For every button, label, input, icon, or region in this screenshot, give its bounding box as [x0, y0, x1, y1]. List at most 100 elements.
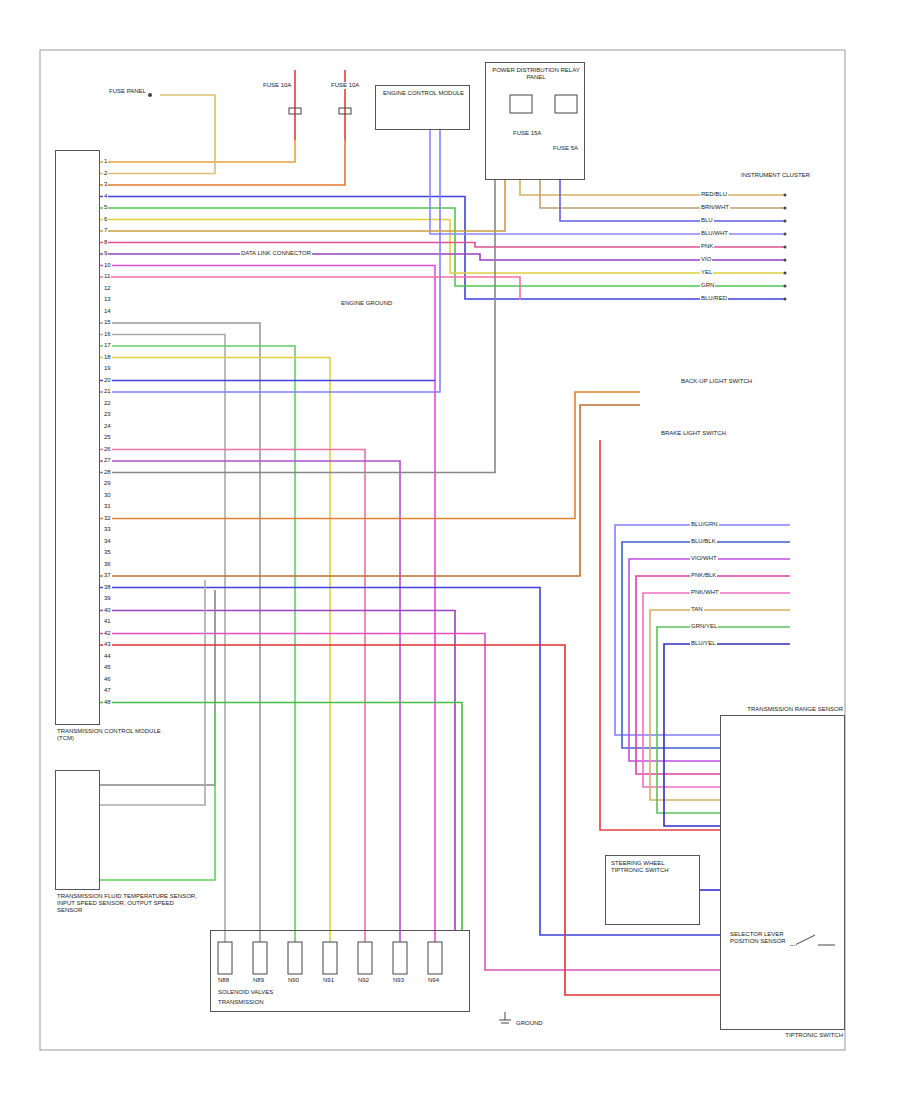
pin-number: 35 [103, 549, 112, 556]
switch-box: STEERING WHEEL TIPTRONIC SWITCH [605, 855, 700, 925]
wire [430, 130, 785, 234]
pin-number: 37 [103, 572, 112, 579]
solenoid-symbols [218, 942, 442, 974]
connector-dots [784, 194, 787, 301]
pin-number: 19 [103, 365, 112, 372]
pin-number: 30 [103, 492, 112, 499]
wire [636, 576, 790, 774]
solenoid-block: SOLENOID VALVESTRANSMISSION [210, 930, 470, 1012]
pin-number: 12 [103, 285, 112, 292]
pin-number: 31 [103, 503, 112, 510]
wire [100, 208, 785, 286]
wire [657, 627, 790, 813]
pin-number: 28 [103, 469, 112, 476]
fuse-symbol [289, 108, 301, 114]
wire [540, 180, 785, 208]
node-text: TRANSMISSION RANGE SENSOR [746, 706, 844, 713]
pin-number: 17 [103, 342, 112, 349]
wire-connector [100, 180, 505, 231]
pin-number: 33 [103, 526, 112, 533]
component-label: GROUND [515, 1020, 544, 1027]
component-label: DATA LINK CONNECTOR [240, 250, 312, 257]
node-text: ENGINE CONTROL MODULE [380, 90, 467, 97]
ground-symbol [499, 1012, 511, 1023]
relay-panel-box: POWER DISTRIBUTION RELAY PANEL [485, 62, 585, 180]
wire-color-code: BLU/RED [700, 295, 728, 302]
wire-path [100, 130, 440, 392]
pin-number: 44 [103, 653, 112, 660]
pin-number: 14 [103, 308, 112, 315]
wire-color-code: VIO [700, 256, 712, 263]
wire-path [100, 645, 720, 995]
relay-symbol [555, 95, 577, 113]
wire-connector [100, 645, 720, 995]
wire [100, 358, 330, 943]
pin-number: 7 [103, 227, 108, 234]
node-text: TRANSMISSION [217, 999, 265, 1006]
wire [615, 525, 790, 735]
wire [100, 634, 720, 971]
wire [100, 266, 435, 943]
component-label: FUSE 10A [330, 82, 360, 89]
wire-connector [700, 890, 720, 891]
pin-number: 8 [103, 239, 108, 246]
component-label: FUSE PANEL [108, 88, 147, 95]
pin-number: 13 [103, 296, 112, 303]
wire [100, 323, 260, 942]
wire [560, 180, 785, 221]
component-label: FUSE 15A [512, 130, 542, 137]
pin-number: 38 [103, 584, 112, 591]
component-label: FUSE 10A [262, 82, 292, 89]
wire [643, 593, 790, 787]
pin-number: 6 [103, 216, 108, 223]
wire [100, 346, 295, 942]
wire [100, 254, 785, 260]
wire-color-code: GRN [700, 282, 715, 289]
wire-color-code: PNK [700, 243, 714, 250]
pin-number: 21 [103, 388, 112, 395]
wire [100, 95, 215, 174]
wire [100, 611, 455, 931]
pin-number: 29 [103, 480, 112, 487]
pin-number: 48 [103, 699, 112, 706]
component-label: BACK-UP LIGHT SWITCH [680, 378, 753, 385]
pin-number: 34 [103, 538, 112, 545]
wire [100, 380, 435, 382]
pin-number: 15 [103, 319, 112, 326]
wire [295, 70, 345, 140]
wire-color-code: YEL [700, 269, 713, 276]
pin-number: 26 [103, 446, 112, 453]
sensor-housing: TRANSMISSION RANGE SENSORSELECTOR LEVER … [720, 715, 845, 1030]
component-label: INSTRUMENT CLUSTER [740, 172, 811, 179]
wire-color-code: BLU [700, 217, 714, 224]
pin-number: 22 [103, 400, 112, 407]
wire-color-code: BLU/GRN [690, 521, 719, 528]
pin-number: 42 [103, 630, 112, 637]
wire [100, 392, 640, 519]
pin-number: 2 [103, 170, 108, 177]
wire-color-code: BLU/WHT [700, 230, 729, 237]
wire-color-code: GRN/YEL [690, 623, 718, 630]
relay-symbol [510, 95, 532, 113]
wire [100, 335, 225, 943]
wire-color-code: TAN [690, 606, 704, 613]
wire [100, 277, 520, 300]
pin-number: 9 [103, 250, 108, 257]
pin-number: 25 [103, 434, 112, 441]
wire-color-code: PNK/WHT [690, 589, 720, 596]
wire [629, 559, 790, 761]
solenoid-id: N93 [392, 977, 405, 984]
pin-number: 4 [103, 193, 108, 200]
wire [100, 590, 215, 785]
connector-dot [148, 93, 152, 97]
pin-number: 3 [103, 181, 108, 188]
wire [100, 405, 640, 576]
component-label: FUSE 5A [552, 145, 579, 152]
pin-number: 24 [103, 423, 112, 430]
pin-number: 32 [103, 515, 112, 522]
wire [600, 440, 720, 830]
pin-number: 45 [103, 664, 112, 671]
frame [40, 50, 845, 1050]
pin-number: 39 [103, 595, 112, 602]
wire-path [700, 889, 720, 891]
